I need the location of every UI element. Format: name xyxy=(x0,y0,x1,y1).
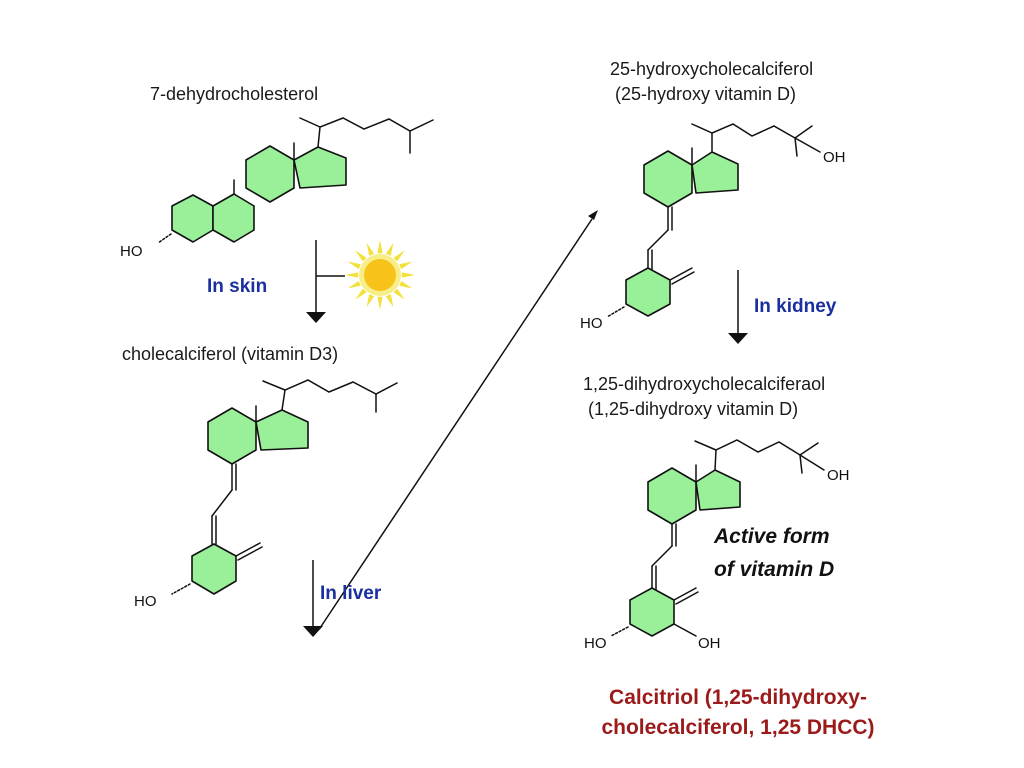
side-chain xyxy=(711,123,813,153)
ring-b xyxy=(212,193,255,243)
calcitriol-caption-line2: cholecalciferol, 1,25 DHCC) xyxy=(601,716,874,739)
sun-ray xyxy=(401,272,415,278)
step-label-liver: In liver xyxy=(320,583,382,604)
label-7-dehydrocholesterol: 7-dehydrocholesterol xyxy=(150,84,318,104)
side-chain xyxy=(317,117,434,148)
ring-a xyxy=(171,194,214,243)
sun-ray xyxy=(399,280,413,289)
sun-ray xyxy=(355,250,367,262)
arrow-kidney xyxy=(728,270,748,344)
sun-ray xyxy=(399,261,413,270)
sun-ray xyxy=(347,261,361,270)
ring-cd6 xyxy=(647,467,697,525)
label-25-hydroxy-line2: (25-hydroxy vitamin D) xyxy=(615,84,796,104)
molecule-7-dehydrocholesterol: HO xyxy=(120,117,434,260)
ring-cd5 xyxy=(695,469,741,511)
sun-ray xyxy=(355,288,367,300)
sun-ray xyxy=(377,296,383,310)
sun-ray xyxy=(393,288,405,300)
hydroxyl-label-ho: HO xyxy=(580,315,603,332)
hydroxyl-label-oh: OH xyxy=(823,149,846,166)
sun-ray xyxy=(393,250,405,262)
ring-cd6 xyxy=(207,407,257,465)
side-chain xyxy=(281,379,398,411)
molecule-25-hydroxycholecalciferol: HO OH xyxy=(580,123,846,332)
ring-a xyxy=(191,543,237,595)
ring-cd6 xyxy=(643,150,693,208)
calcitriol-caption-line1: Calcitriol (1,25-dihydroxy- xyxy=(609,686,867,709)
ring-c xyxy=(245,145,295,203)
sun-core xyxy=(364,259,396,291)
label-1-25-dihydroxy-line2: (1,25-dihydroxy vitamin D) xyxy=(588,399,798,419)
sun-rays xyxy=(345,240,415,310)
arrow-liver-to-25-hydroxy xyxy=(319,210,598,629)
sun-ray xyxy=(385,294,394,308)
arrow-skin xyxy=(306,240,345,323)
step-label-skin: In skin xyxy=(207,276,267,297)
hydroxyl-label: HO xyxy=(134,593,157,610)
active-form-note-line2: of vitamin D xyxy=(714,558,834,581)
arrow-liver xyxy=(303,560,323,637)
sun-ray xyxy=(347,280,361,289)
ring-d xyxy=(293,146,347,189)
ring-cd5 xyxy=(691,151,739,194)
label-25-hydroxy-line1: 25-hydroxycholecalciferol xyxy=(610,59,813,79)
side-chain xyxy=(714,439,819,471)
active-form-note-line1: Active form xyxy=(713,525,830,548)
molecule-cholecalciferol: HO xyxy=(134,379,398,610)
ring-a xyxy=(625,267,671,317)
hydroxyl-label-oh-25: OH xyxy=(827,467,850,484)
label-1-25-dihydroxy-line1: 1,25-dihydroxycholecalciferaol xyxy=(583,374,825,394)
sun-ray xyxy=(385,242,394,256)
ring-cd5 xyxy=(255,409,309,451)
hydroxyl-label-oh-1: OH xyxy=(698,635,721,652)
molecule-1-25-dihydroxycholecalciferol: HO OH OH xyxy=(584,439,850,652)
sun-ray xyxy=(366,242,375,256)
sun-ray xyxy=(366,294,375,308)
ring-a xyxy=(629,587,675,637)
label-cholecalciferol: cholecalciferol (vitamin D3) xyxy=(122,344,338,364)
hydroxyl-label-ho: HO xyxy=(584,635,607,652)
step-label-kidney: In kidney xyxy=(754,296,837,317)
sun-ray xyxy=(345,272,359,278)
sun-icon xyxy=(345,240,415,310)
hydroxyl-label: HO xyxy=(120,243,143,260)
sun-ray xyxy=(377,240,383,254)
